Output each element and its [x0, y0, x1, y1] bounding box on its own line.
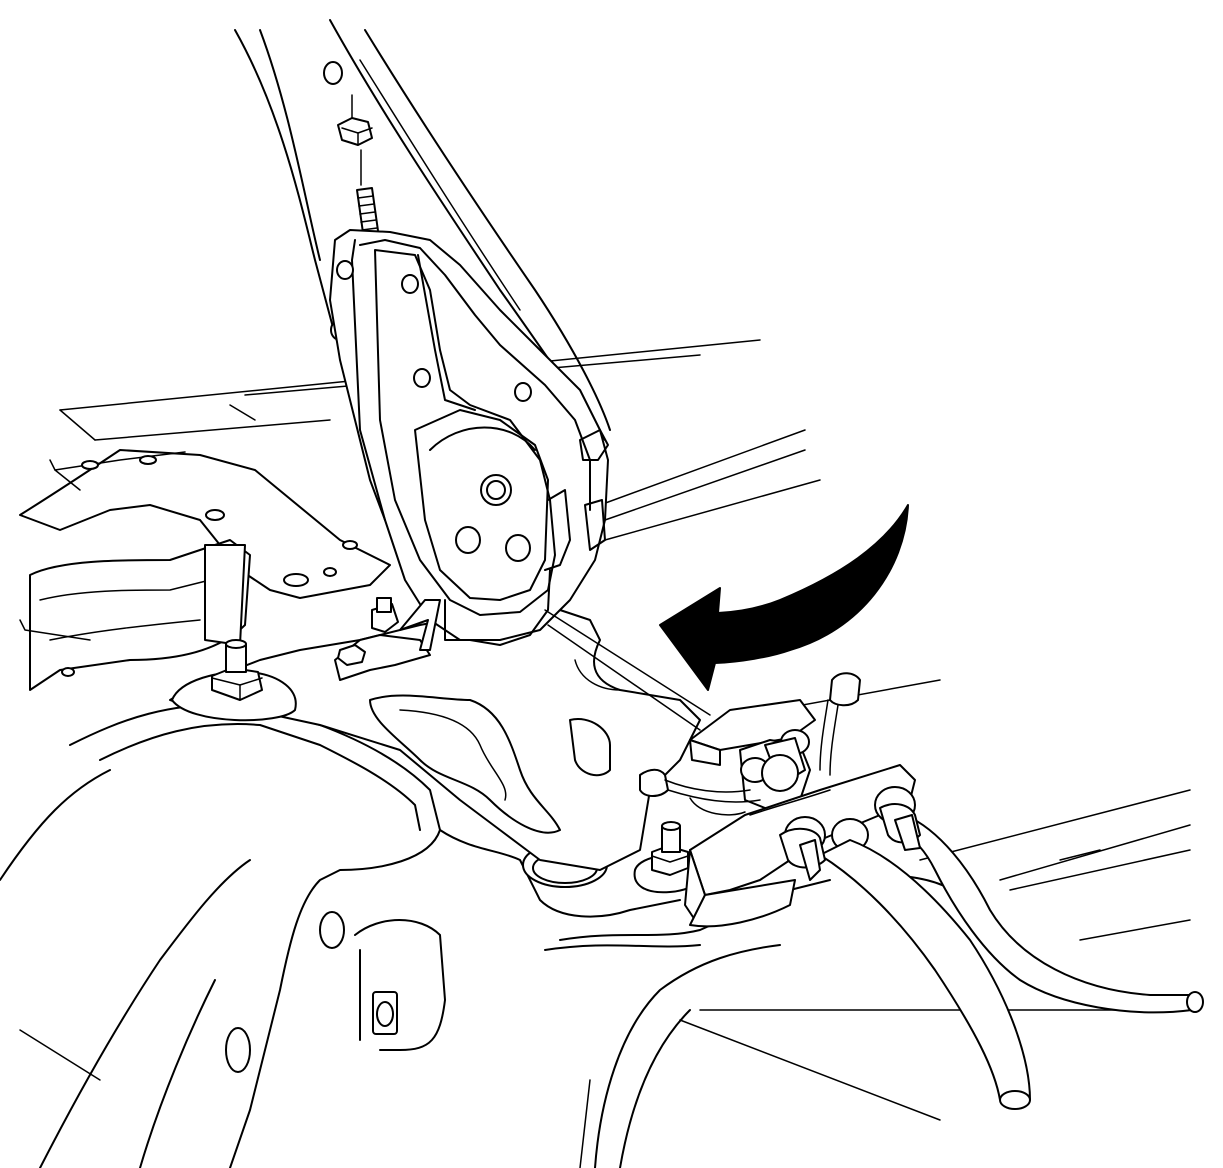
frame-holes	[225, 842, 608, 1073]
rotation-arrow	[659, 504, 909, 691]
suspension-bracket	[329, 229, 609, 646]
mounting-bracket-plate	[169, 609, 701, 871]
upper-bolt	[337, 94, 381, 248]
clip-bolt	[334, 597, 441, 681]
hoses	[779, 803, 1204, 1110]
chassis-frame	[0, 703, 961, 1168]
left-stud-nut	[171, 639, 297, 722]
hose-line	[544, 609, 711, 731]
hose-connector-block	[639, 672, 861, 816]
